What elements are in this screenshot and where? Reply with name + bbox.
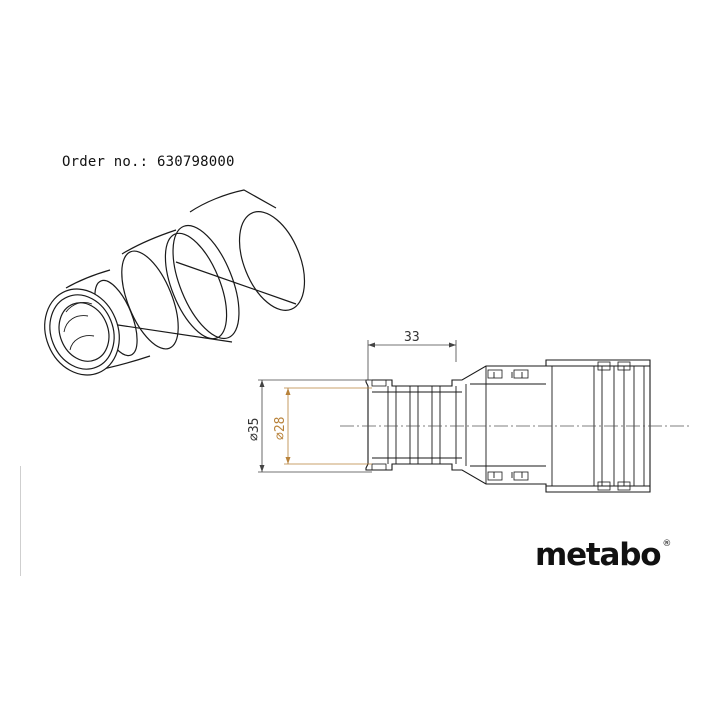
- section-ribs-small: [387, 384, 467, 466]
- length-label: 33: [404, 330, 420, 345]
- order-number: Order no.: 630798000: [62, 154, 235, 170]
- iso-inner-ribs: [63, 301, 95, 351]
- dimension-outer-diameter: [258, 379, 372, 473]
- dimension-inner-diameter: [284, 387, 372, 465]
- iso-opening-lip: [49, 294, 115, 370]
- iso-large-body: [175, 189, 297, 305]
- registered-mark: ®: [662, 539, 672, 549]
- section-ribs-medium: [485, 366, 523, 484]
- edge-mark: [20, 466, 21, 576]
- brand-name: metabo: [535, 537, 662, 573]
- iso-mid-body: [97, 229, 233, 343]
- iso-opening-outer: [44, 288, 120, 376]
- isometric-view: [44, 189, 306, 376]
- iso-mid-ring: [121, 250, 179, 350]
- iso-large-end: [238, 211, 306, 311]
- outer-diameter-label: ⌀35: [247, 418, 262, 441]
- section-bore-large: [470, 383, 546, 467]
- metabo-logo: metabo®: [535, 537, 672, 573]
- order-value: 630798000: [156, 154, 235, 170]
- iso-opening-inner: [58, 302, 110, 362]
- iso-step-ring: [172, 224, 240, 340]
- section-wall-details: [371, 361, 631, 491]
- dimension-length: [367, 340, 457, 380]
- section-bore-small: [372, 391, 462, 459]
- inner-diameter-label: ⌀28: [273, 417, 288, 440]
- order-label: Order no.:: [62, 154, 149, 170]
- iso-step-ring-inner: [164, 232, 228, 340]
